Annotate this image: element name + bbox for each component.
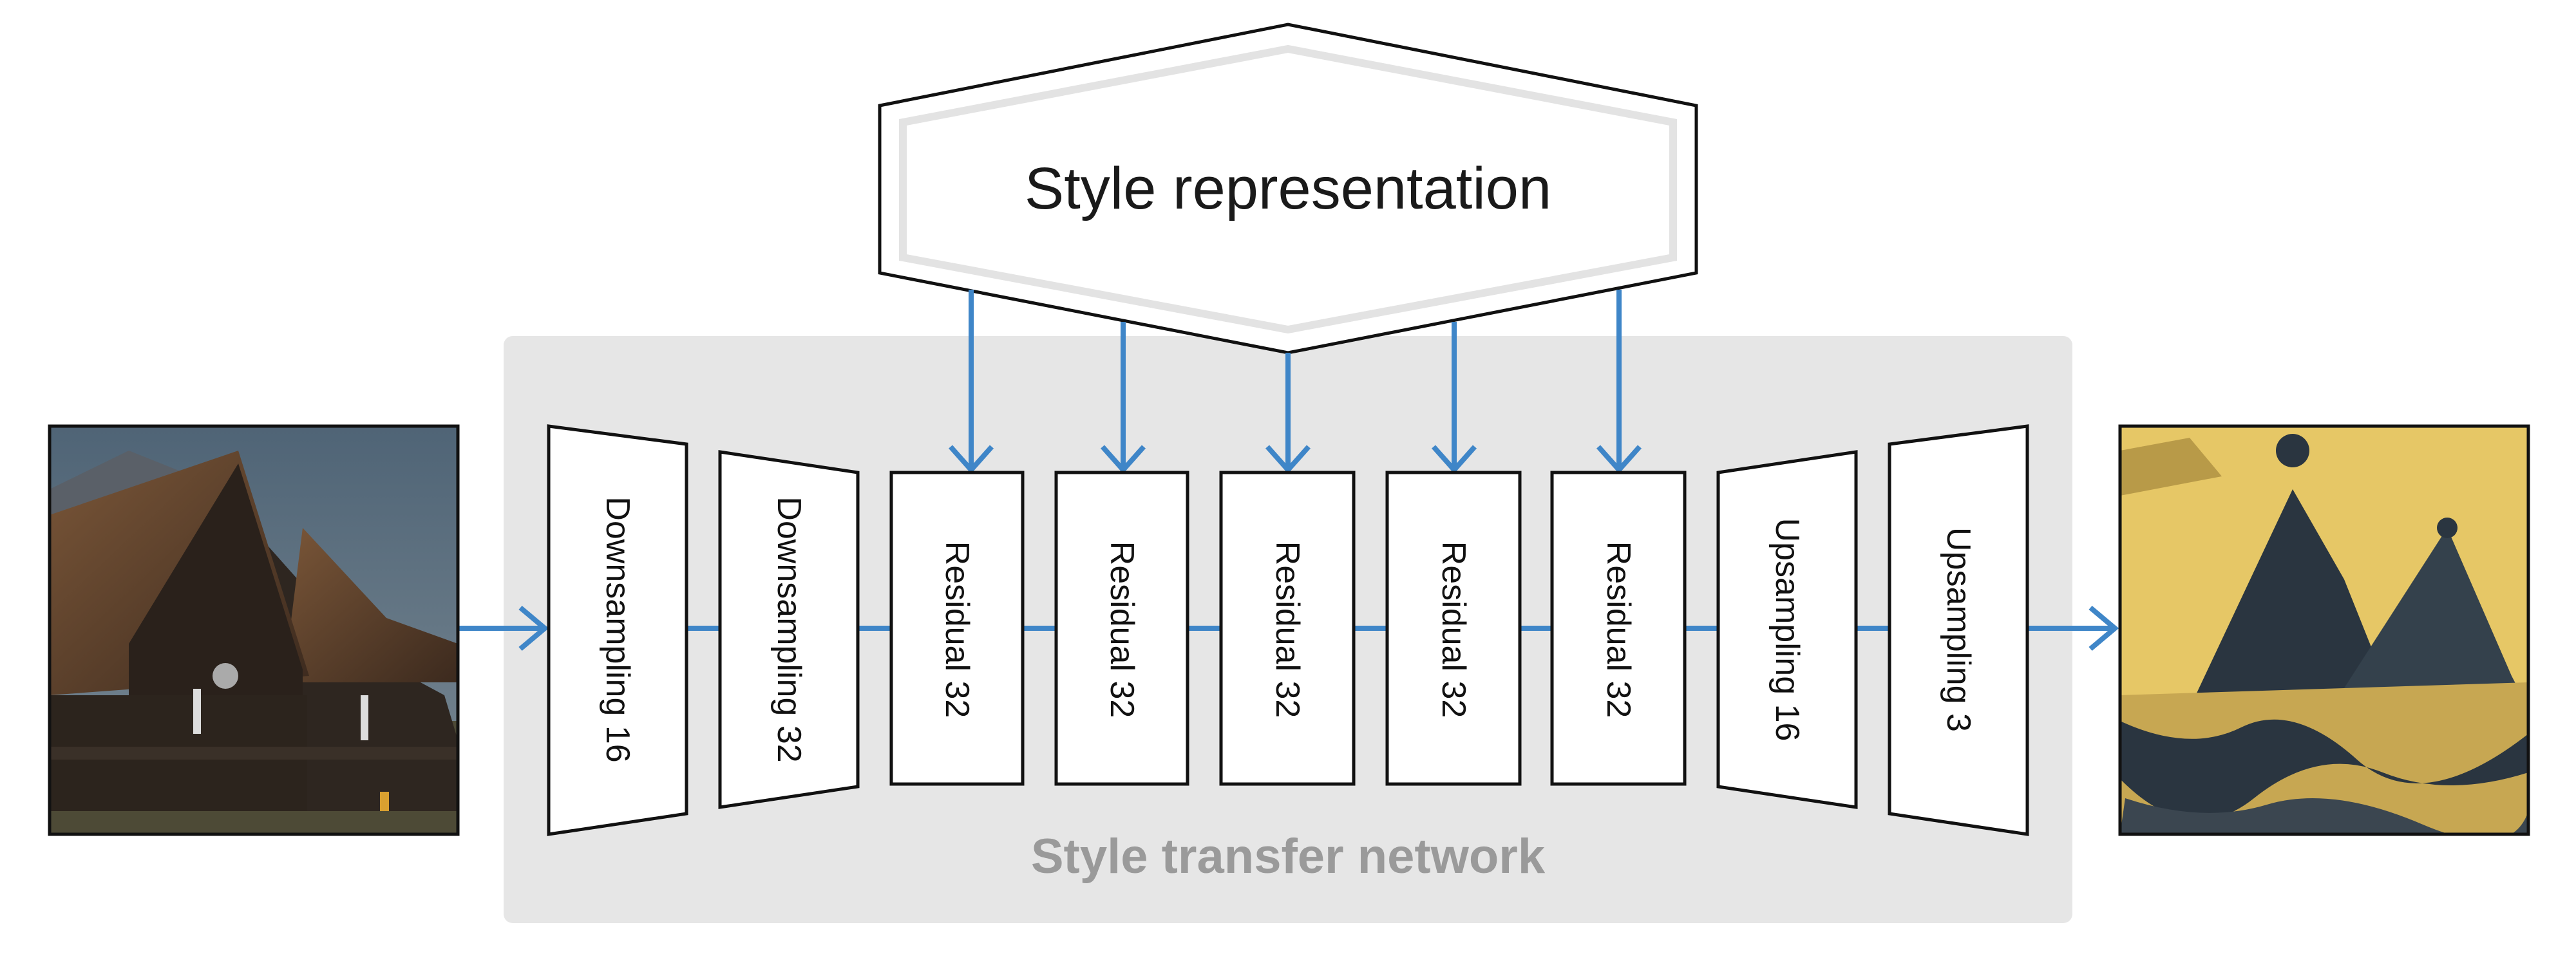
layer-residual-1 [889, 471, 1025, 786]
layer-residual-4 [1385, 471, 1522, 786]
layer-residual-5 [1550, 471, 1687, 786]
layer-label: Residual 32 [1600, 541, 1637, 718]
layer-label: Residual 32 [1435, 541, 1472, 718]
layer-labels: Downsampling 16 Downsampling 32 Residual… [599, 496, 1977, 762]
style-arrows [949, 290, 1642, 474]
layer-label: Downsampling 32 [770, 496, 808, 762]
layer-label: Downsampling 16 [599, 496, 636, 762]
input-arrow [458, 605, 549, 651]
layer-blocks [547, 424, 2029, 836]
layer-residual-2 [1054, 471, 1189, 786]
style-representation: Style representation [878, 23, 1698, 355]
input-image [48, 424, 460, 836]
output-image [2118, 424, 2530, 836]
layer-label: Residual 32 [1269, 541, 1306, 718]
layer-upsampling-3 [1888, 424, 2029, 836]
layer-label: Upsampling 16 [1768, 518, 1806, 742]
layer-label: Residual 32 [1103, 541, 1141, 718]
network-label: Style transfer network [1031, 829, 1546, 884]
layer-residual-3 [1219, 471, 1356, 786]
layer-downsampling-16 [547, 424, 688, 836]
layer-upsampling-16 [1716, 450, 1858, 809]
layer-label: Upsampling 3 [1940, 527, 1977, 732]
layer-label: Residual 32 [938, 541, 976, 718]
output-arrow [2027, 605, 2119, 651]
style-representation-label: Style representation [1025, 156, 1551, 221]
layer-downsampling-32 [718, 450, 860, 809]
